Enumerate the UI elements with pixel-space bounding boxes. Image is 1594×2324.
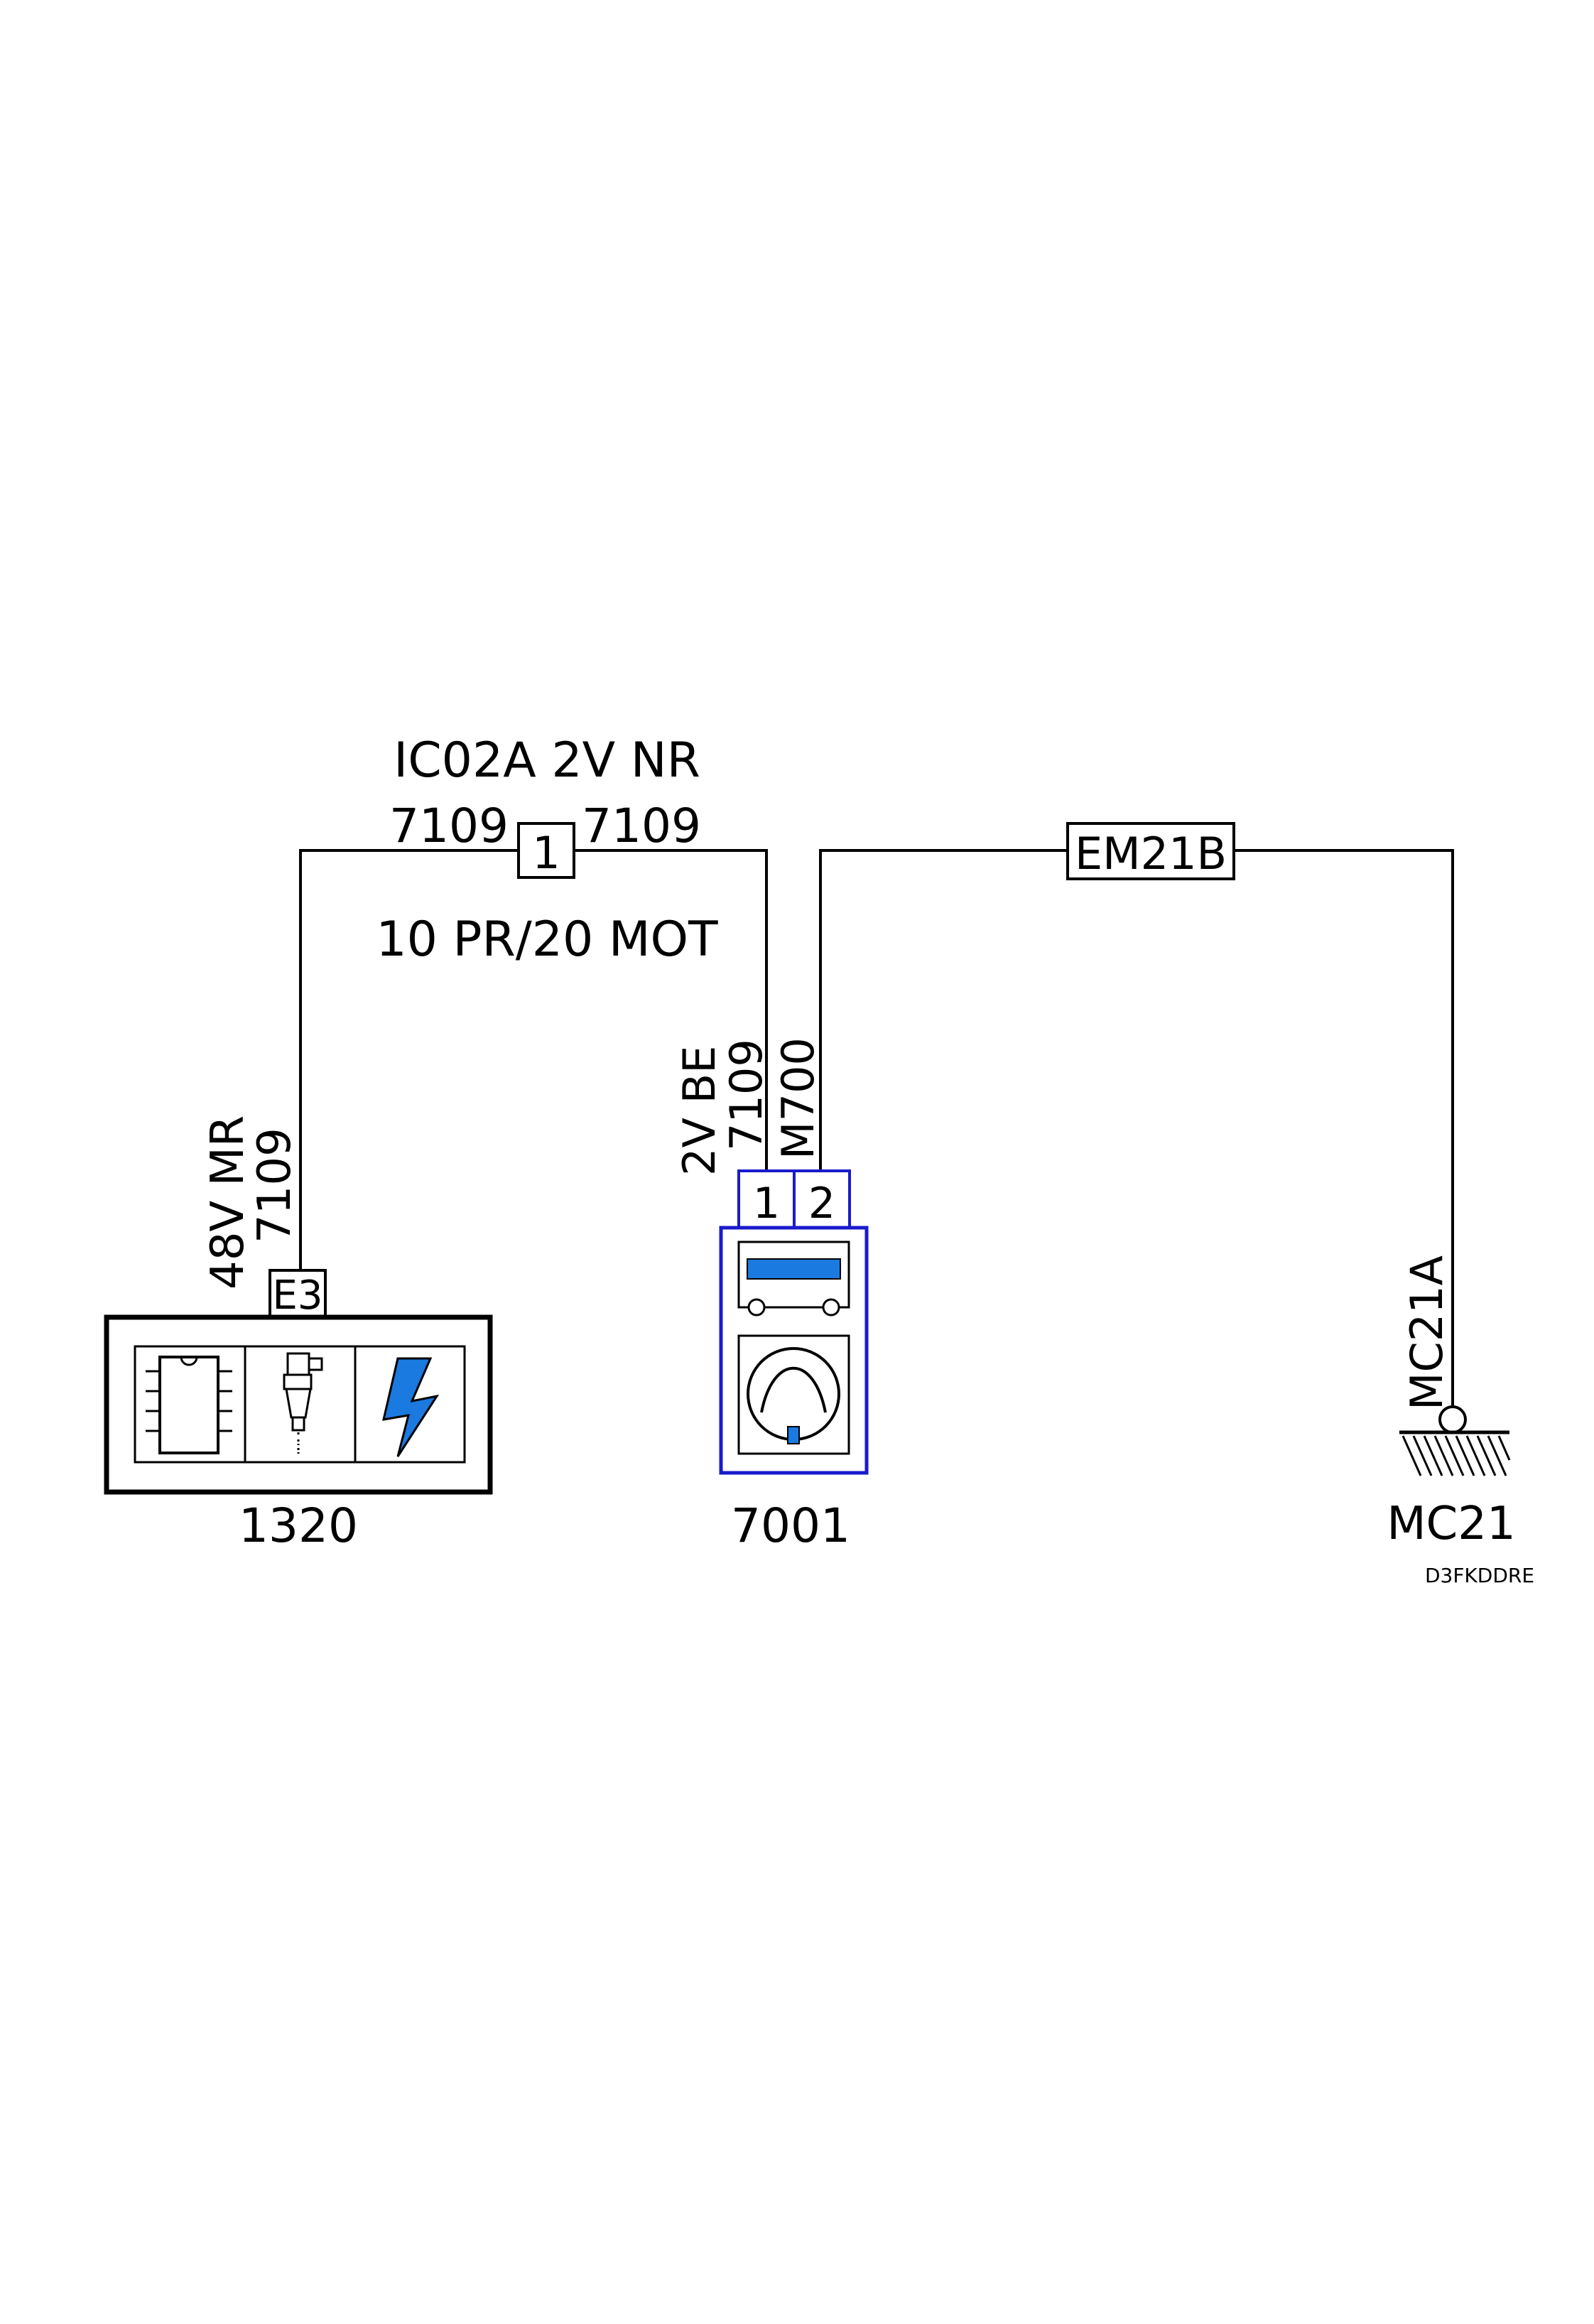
ground-icon xyxy=(1399,1405,1511,1476)
component-7001-pin-1: 1 xyxy=(753,1179,780,1228)
wire-left-label: 7109 xyxy=(389,799,509,853)
wire-right-label: 7109 xyxy=(582,799,701,853)
component-7001-pin-2-box xyxy=(793,1169,851,1229)
component-7001-pin-2: 2 xyxy=(808,1179,835,1228)
component-7001: 2V BE 7109 M700 1 2 7001 xyxy=(673,1037,869,1553)
component-7001-wire-2-label: M700 xyxy=(772,1037,824,1160)
lightning-bolt-icon xyxy=(382,1357,440,1457)
ic-chip-icon xyxy=(146,1356,232,1454)
ground-mc21: MC21A MC21 xyxy=(1387,1255,1515,1550)
component-7001-connector-label: 2V BE xyxy=(673,1046,725,1176)
connector-ic02a-pin: 1 xyxy=(532,827,560,879)
connector-ic02a: IC02A 2V NR 7109 1 7109 10 PR/20 MOT xyxy=(376,733,718,968)
connector-ic02a-footer: 10 PR/20 MOT xyxy=(376,912,718,968)
splice-em21b-label: EM21B xyxy=(1075,828,1227,880)
ground-mc21-wire-label: MC21A xyxy=(1401,1255,1453,1410)
gauge-icon xyxy=(737,1334,850,1455)
component-1320-icon-panel xyxy=(134,1345,466,1464)
wire-7109-left xyxy=(299,849,519,1270)
component-1320-wire-label: 7109 xyxy=(249,1128,301,1243)
injector-icon xyxy=(283,1352,323,1454)
wire-mc21a xyxy=(1234,849,1454,1405)
ground-mc21-id: MC21 xyxy=(1387,1498,1515,1550)
wire-7109-right xyxy=(574,849,768,1171)
reference-code: D3FKDDRE xyxy=(1425,1564,1534,1587)
connector-ic02a-header: IC02A 2V NR xyxy=(394,733,700,789)
connector-ic02a-pin-box xyxy=(517,822,575,879)
component-7001-id: 7001 xyxy=(731,1498,850,1553)
component-1320: 48V MR 7109 E3 xyxy=(104,1115,493,1553)
component-1320-connector-label: 48V MR xyxy=(202,1115,254,1290)
component-1320-connector-box xyxy=(269,1269,327,1319)
splice-em21b-box xyxy=(1066,822,1235,880)
wires xyxy=(299,849,1454,1405)
component-1320-id: 1320 xyxy=(239,1498,358,1553)
fuse-icon xyxy=(737,1241,850,1317)
component-7001-pin-1-box xyxy=(737,1169,796,1229)
wire-m700 xyxy=(819,849,1068,1171)
splice-em21b: EM21B xyxy=(1066,822,1235,880)
component-1320-connector: E3 xyxy=(272,1272,322,1319)
component-7001-wire-1-label: 7109 xyxy=(720,1039,772,1151)
